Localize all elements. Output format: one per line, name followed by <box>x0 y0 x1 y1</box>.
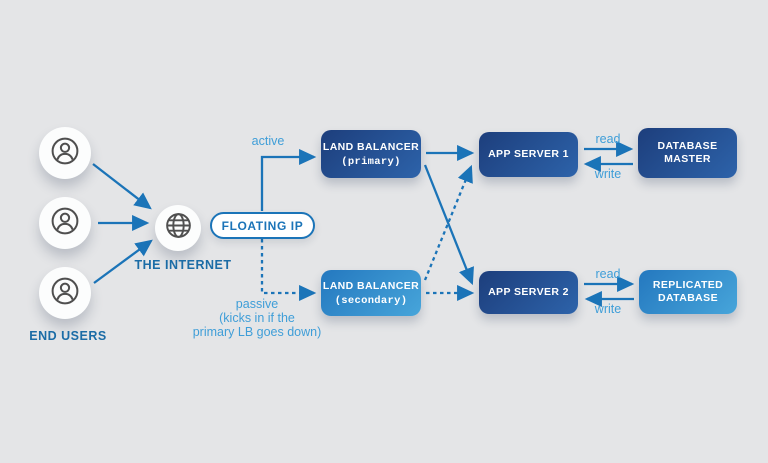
database-master-line1: DATABASE <box>657 140 718 152</box>
load-balancer-secondary-node: LAND BALANCER (secondary) <box>321 270 421 316</box>
read-label-top: read <box>595 132 621 146</box>
app-server-1-label: APP SERVER 1 <box>488 148 569 160</box>
globe-icon <box>163 210 194 246</box>
arrow-lb-primary-to-appserver2 <box>423 164 474 286</box>
app-server-2-label: APP SERVER 2 <box>488 286 569 298</box>
internet-label: THE INTERNET <box>134 258 232 272</box>
write-label-top: write <box>594 167 622 181</box>
internet-node <box>155 205 201 251</box>
database-master-line2: MASTER <box>664 153 711 165</box>
load-balancer-primary-node: LAND BALANCER (primary) <box>321 130 421 178</box>
arrow-active-floatingip-to-lb-primary <box>260 148 317 211</box>
floating-ip-label: FLOATING IP <box>221 218 304 233</box>
app-server-1-node: APP SERVER 1 <box>479 132 578 177</box>
floating-ip-node: FLOATING IP <box>210 212 315 239</box>
active-label: active <box>251 134 285 148</box>
user-icon <box>49 135 81 172</box>
passive-label-line1: passive <box>235 297 279 311</box>
end-user-avatar <box>39 127 91 179</box>
replicated-database-node: REPLICATED DATABASE <box>639 270 737 314</box>
arrow-passive-floatingip-to-lb-secondary <box>260 239 317 302</box>
read-label-bottom: read <box>595 267 621 281</box>
end-user-avatar <box>39 197 91 249</box>
passive-label-line3: primary LB goes down) <box>192 325 322 339</box>
lb-primary-subtitle: (primary) <box>341 155 401 168</box>
passive-label: passive (kicks in if the primary LB goes… <box>183 297 331 339</box>
replicated-database-line1: REPLICATED <box>652 279 724 291</box>
arrow-user3-to-internet <box>93 239 153 284</box>
write-label-bottom: write <box>594 302 622 316</box>
end-users-label: END USERS <box>29 329 107 343</box>
passive-label-line2: (kicks in if the <box>219 311 295 325</box>
user-icon <box>49 205 81 242</box>
database-master-node: DATABASE MASTER <box>638 128 737 178</box>
user-icon <box>49 275 81 312</box>
app-server-2-node: APP SERVER 2 <box>479 271 578 314</box>
end-user-avatar <box>39 267 91 319</box>
lb-primary-title: LAND BALANCER <box>322 140 420 153</box>
lb-secondary-title: LAND BALANCER <box>322 279 420 292</box>
replicated-database-line2: DATABASE <box>658 292 718 304</box>
lb-secondary-subtitle: (secondary) <box>334 294 408 307</box>
arrow-user1-to-internet <box>92 163 152 210</box>
